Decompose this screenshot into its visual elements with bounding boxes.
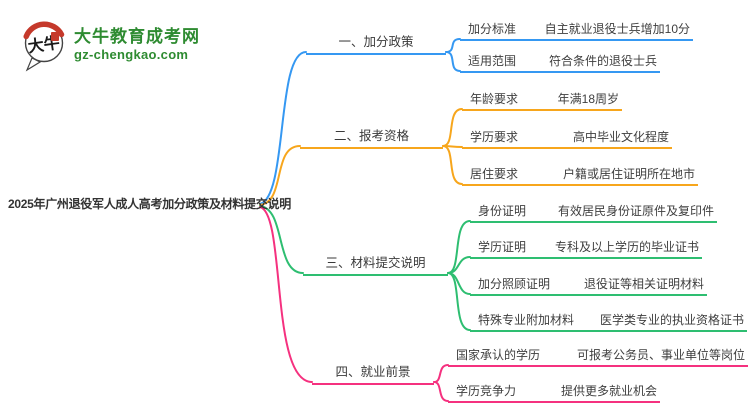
leaf-label: 特殊专业附加材料 xyxy=(478,313,575,327)
leaf-value: 符合条件的退役士兵 xyxy=(548,54,657,68)
root-connector-2 xyxy=(259,145,301,206)
leaf-node-2-3: 居住要求 户籍或居住证明所在地市 xyxy=(462,163,698,186)
branch-node-4: 四、就业前景 xyxy=(312,361,434,385)
branch-node-3: 三、材料提交说明 xyxy=(303,252,448,276)
leaf-value: 专科及以上学历的毕业证书 xyxy=(554,240,699,254)
leaf-label: 居住要求 xyxy=(470,167,519,181)
leaf-node-1-1: 加分标准 自主就业退役士兵增加10分 xyxy=(460,18,693,41)
leaf-label: 加分照顾证明 xyxy=(478,277,551,291)
leaf-label: 年龄要求 xyxy=(470,92,519,106)
root-connector-3 xyxy=(259,205,304,274)
logo-seal xyxy=(51,32,59,41)
leaf-label: 加分标准 xyxy=(468,22,517,36)
branch-node-2: 二、报考资格 xyxy=(300,125,443,149)
leaf-label: 适用范围 xyxy=(468,54,517,68)
root-node: 2025年广州退役军人成人高考加分政策及材料提交说明 xyxy=(8,197,291,211)
leaf-label: 身份证明 xyxy=(478,204,527,218)
fork-4-1 xyxy=(433,364,449,383)
leaf-node-3-2: 学历证明 专科及以上学历的毕业证书 xyxy=(470,236,702,259)
site-url: gz-chengkao.com xyxy=(74,46,189,62)
leaf-label: 学历证明 xyxy=(478,240,527,254)
logo-red-arc xyxy=(23,21,65,40)
leaf-node-3-3: 加分照顾证明 退役证等相关证明材料 xyxy=(470,273,707,296)
fork-1-2 xyxy=(445,51,461,72)
branch-label: 三、材料提交说明 xyxy=(325,256,426,270)
leaf-value: 自主就业退役士兵增加10分 xyxy=(544,22,690,36)
leaf-node-2-1: 年龄要求 年满18周岁 xyxy=(462,88,622,111)
branch-label: 四、就业前景 xyxy=(335,365,411,379)
fork-1-1 xyxy=(445,38,461,53)
leaf-value: 医学类专业的执业资格证书 xyxy=(599,313,744,327)
site-logo: 大牛 大牛教育成考网 gz-chengkao.com xyxy=(18,16,218,72)
logo-bull-icon: 大牛 xyxy=(23,21,65,72)
fork-2-3 xyxy=(442,145,463,185)
leaf-value: 可报考公务员、事业单位等岗位 xyxy=(576,348,745,362)
site-name: 大牛教育成考网 xyxy=(74,26,200,46)
leaf-value: 户籍或居住证明所在地市 xyxy=(562,167,695,181)
fork-3-3 xyxy=(447,272,471,295)
leaf-value: 退役证等相关证明材料 xyxy=(583,277,704,291)
leaf-node-2-2: 学历要求 高中毕业文化程度 xyxy=(462,126,672,149)
leaf-node-3-1: 身份证明 有效居民身份证原件及复印件 xyxy=(470,200,717,223)
branch-label: 二、报考资格 xyxy=(333,129,409,143)
leaf-node-4-1: 国家承认的学历 可报考公务员、事业单位等岗位 xyxy=(448,344,748,367)
branch-label: 一、加分政策 xyxy=(338,35,414,49)
leaf-node-4-2: 学历竞争力 提供更多就业机会 xyxy=(448,380,660,403)
fork-3-4 xyxy=(447,272,471,331)
fork-2-1 xyxy=(442,108,463,147)
branch-node-1: 一、加分政策 xyxy=(306,31,446,55)
leaf-label: 学历竞争力 xyxy=(456,384,517,398)
leaf-node-1-2: 适用范围 符合条件的退役士兵 xyxy=(460,50,660,73)
leaf-value: 有效居民身份证原件及复印件 xyxy=(557,204,714,218)
root-connector-4 xyxy=(259,206,313,383)
leaf-label: 国家承认的学历 xyxy=(456,348,541,362)
leaf-value: 高中毕业文化程度 xyxy=(572,130,669,144)
leaf-value: 提供更多就业机会 xyxy=(560,384,657,398)
leaf-value: 年满18周岁 xyxy=(557,92,619,106)
leaf-label: 学历要求 xyxy=(470,130,519,144)
root-connector-1 xyxy=(259,51,307,205)
leaf-node-3-4: 特殊专业附加材料 医学类专业的执业资格证书 xyxy=(470,309,747,332)
fork-4-2 xyxy=(433,381,449,402)
